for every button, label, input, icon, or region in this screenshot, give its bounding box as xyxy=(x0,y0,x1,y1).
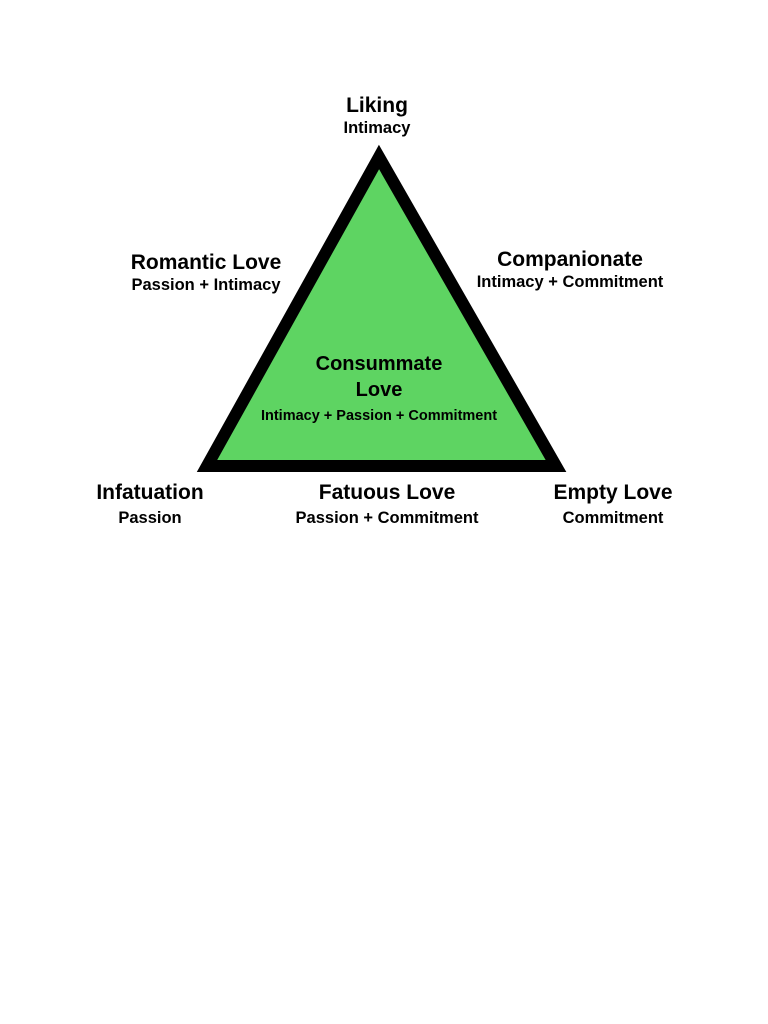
empty-love-sub: Commitment xyxy=(562,509,664,527)
liking-label: Liking Intimacy xyxy=(344,94,411,138)
fatuous-love-sub: Passion + Commitment xyxy=(295,509,479,527)
romantic-love-label: Romantic Love Passion + Intimacy xyxy=(131,251,282,295)
romantic-love-title: Romantic Love xyxy=(130,251,282,274)
love-triangle xyxy=(196,144,567,472)
infatuation-title: Infatuation xyxy=(96,481,204,504)
companionate-title: Companionate xyxy=(497,248,643,271)
empty-love-title: Empty Love xyxy=(553,481,673,504)
consummate-sub: Intimacy + Passion + Commitment xyxy=(260,408,498,424)
companionate-label: Companionate Intimacy + Commitment xyxy=(477,248,664,292)
consummate-title-line1: Consummate xyxy=(315,353,443,375)
empty-love-label: Empty Love Commitment xyxy=(553,481,672,528)
companionate-sub: Intimacy + Commitment xyxy=(476,273,664,291)
fatuous-love-title: Fatuous Love xyxy=(318,481,456,504)
fatuous-love-label: Fatuous Love Passion + Commitment xyxy=(296,481,479,528)
romantic-love-sub: Passion + Intimacy xyxy=(131,276,281,294)
consummate-title-line2: Love xyxy=(355,379,403,401)
liking-title: Liking xyxy=(346,94,408,117)
infatuation-label: Infatuation Passion xyxy=(96,481,203,528)
liking-sub: Intimacy xyxy=(343,119,411,137)
infatuation-sub: Passion xyxy=(118,509,182,527)
consummate-love-label: Consummate Love Intimacy + Passion + Com… xyxy=(261,351,497,425)
